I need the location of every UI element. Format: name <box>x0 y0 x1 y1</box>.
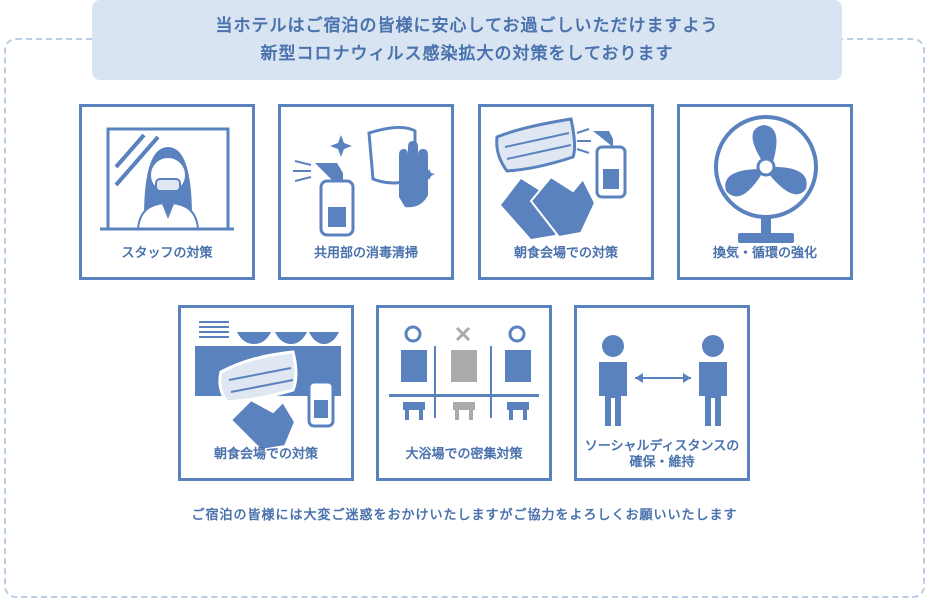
card-label: ソーシャルディスタンスの 確保・維持 <box>584 439 740 470</box>
banner-line-2: 新型コロナウィルス感染拡大の対策をしております <box>260 44 674 64</box>
card-label: 朝食会場での対策 <box>513 246 618 261</box>
card-ventilation: 換気・循環の強化 <box>677 104 853 280</box>
card-breakfast-measures-2: 朝食会場での対策 <box>178 305 354 481</box>
bath-seating-icon <box>389 325 539 420</box>
disinfect-spray-icon <box>293 126 435 237</box>
social-distance-icon <box>599 335 727 426</box>
banner-line-1: 当ホテルはご宿泊の皆様に安心してお過ごしいただけますよう <box>215 16 719 36</box>
card-label: 共用部の消毒清掃 <box>313 246 418 261</box>
card-label: スタッフの対策 <box>121 246 213 261</box>
fan-icon <box>714 115 818 243</box>
notice-banner: 当ホテルはご宿泊の皆様に安心してお過ごしいただけますよう 新型コロナウィルス感染… <box>92 0 842 80</box>
card-label: 朝食会場での対策 <box>213 447 318 462</box>
card-bath-crowding: 大浴場での密集対策 <box>376 305 552 481</box>
staff-mask-icon <box>100 127 234 231</box>
buffet-mask-icon <box>195 321 341 452</box>
mask-gloves-icon <box>495 117 627 239</box>
footer-note: ご宿泊の皆様には大変ご迷惑をおかけいたしますがご協力をよろしくお願いいたします <box>191 508 738 523</box>
card-label: 大浴場での密集対策 <box>405 447 523 462</box>
card-staff-measures: スタッフの対策 <box>79 104 255 280</box>
card-breakfast-measures-1: 朝食会場での対策 <box>478 104 654 280</box>
card-social-distance: ソーシャルディスタンスの 確保・維持 <box>574 305 750 481</box>
card-label: 換気・循環の強化 <box>712 246 817 261</box>
card-common-area-cleaning: 共用部の消毒清掃 <box>278 104 454 280</box>
